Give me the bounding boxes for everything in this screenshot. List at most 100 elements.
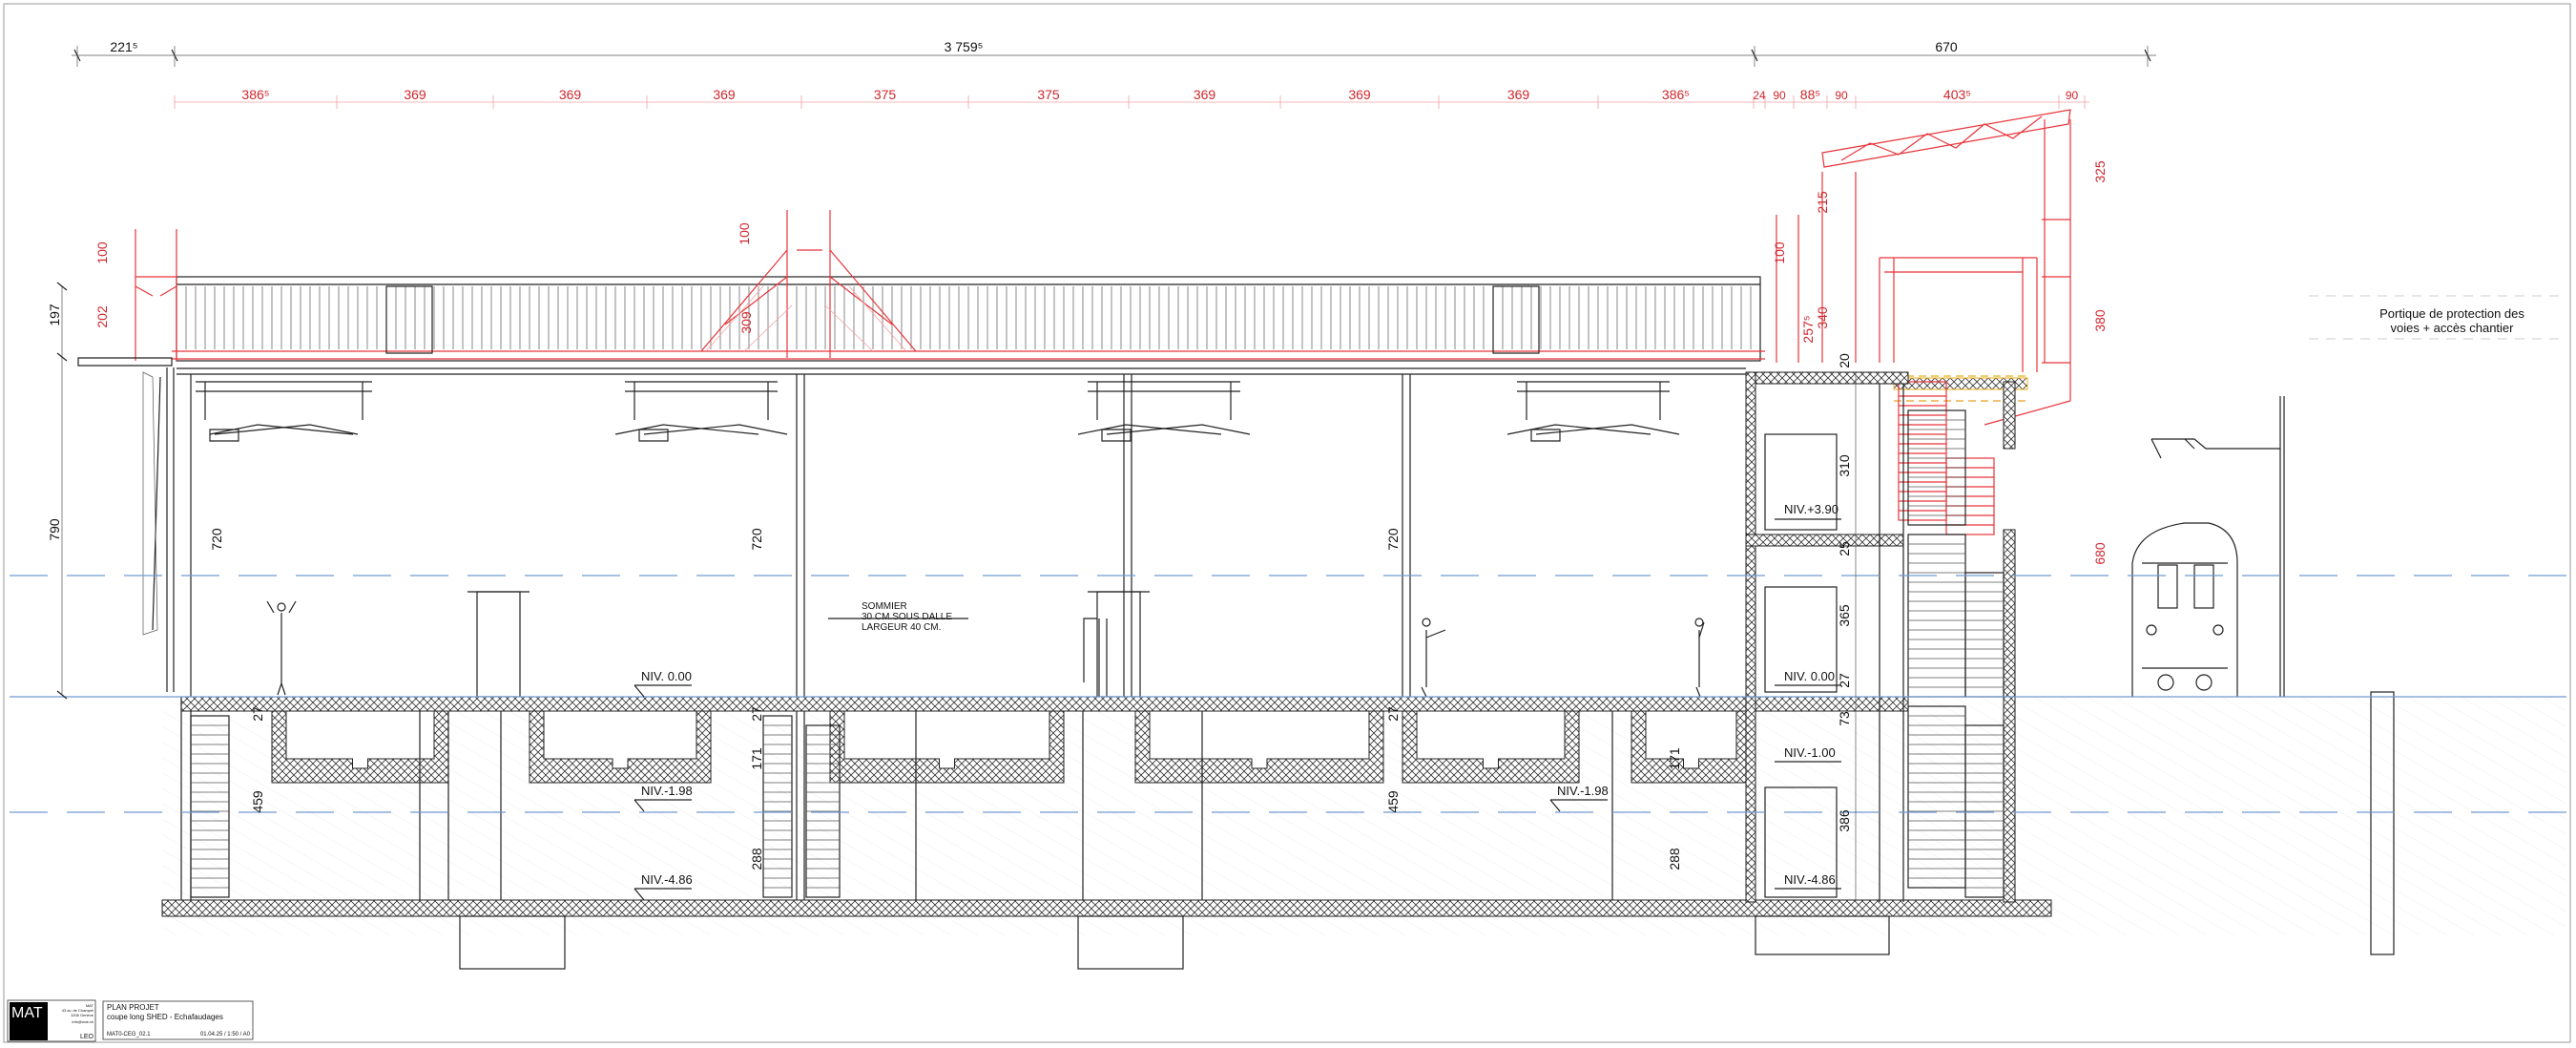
dim-right: 670 <box>1935 39 1958 54</box>
dim: 27 <box>749 706 764 722</box>
overhead-crane <box>1077 381 1251 442</box>
dim: 288 <box>749 848 764 870</box>
red-dim-label: 375 <box>1037 87 1060 102</box>
sommier-line: LARGEUR 40 CM. <box>862 622 941 633</box>
address-line: 1206 Genève <box>71 1013 94 1017</box>
dim: 27 <box>250 706 265 722</box>
overhead-crane <box>614 381 788 442</box>
sommier-line: SOMMIER <box>862 601 907 612</box>
level-label: NIV.+3.90 <box>1784 502 1839 516</box>
pit-void <box>1149 710 1370 769</box>
dim-main: 3 759⁵ <box>945 39 984 54</box>
dim: 257⁵ <box>1800 315 1816 343</box>
level-label: NIV. 0.00 <box>641 669 692 683</box>
drawing-title: PLAN PROJET <box>107 1003 159 1012</box>
logo-text: MAT <box>11 1005 43 1021</box>
overhead-crane <box>1506 381 1680 442</box>
right-block-dim: 27 <box>1837 673 1852 688</box>
pit-void <box>1645 710 1737 769</box>
date-scale: 01.04.25 / 1:50 / A0 <box>200 1032 251 1038</box>
pit-void <box>1416 710 1566 769</box>
dim: 720 <box>749 528 764 551</box>
dim-790: 790 <box>47 518 62 541</box>
dim: 459 <box>1385 790 1401 813</box>
right-block-dim: 25 <box>1837 541 1852 556</box>
dim: 215 <box>1815 191 1830 214</box>
right-building <box>1745 371 2016 903</box>
title-block: MAT MAT 43 av. de Champel 1206 Genève in… <box>7 999 254 1042</box>
pit-void <box>285 710 435 769</box>
dim-r202: 202 <box>94 305 110 328</box>
red-dim-label: 90 <box>1773 89 1786 102</box>
dim: 459 <box>250 790 265 813</box>
address-line: info@mat.ch <box>72 1019 93 1024</box>
stair <box>762 715 793 898</box>
portique-line: voies + accès chantier <box>2391 321 2515 335</box>
level-label: NIV.-1.98 <box>1557 784 1609 798</box>
stair <box>1907 534 1966 698</box>
red-dim-label: 369 <box>404 87 426 102</box>
overall-dimension: 221⁵ 3 759⁵ 670 <box>72 39 2156 67</box>
red-stair <box>1898 381 1947 521</box>
dim-197: 197 <box>47 304 62 326</box>
level-label: NIV.-4.86 <box>1784 872 1836 887</box>
dim: 720 <box>209 528 224 551</box>
train <box>2131 396 2395 955</box>
height-dimensions: 720 720 720 27 27 27 171 171 459 459 288… <box>209 353 1857 902</box>
right-block-dim: 310 <box>1837 454 1852 477</box>
dim: 380 <box>2092 309 2108 332</box>
red-dim-label: 386⁵ <box>1662 87 1690 102</box>
red-dim-label: 403⁵ <box>1943 87 1971 102</box>
level-markers: NIV. 0.00 NIV.-1.98 NIV.-4.86 NIV.-1.98 … <box>634 502 1841 901</box>
red-dim-label: 369 <box>1507 87 1530 102</box>
red-dim-label: 90 <box>1835 89 1848 102</box>
scaffold-dimensions: 100 309 100 257⁵ 340 215 325 380 680 <box>737 160 2108 565</box>
dim: 100 <box>737 222 752 245</box>
dim: 171 <box>749 747 764 770</box>
address-line: 43 av. de Champel <box>62 1008 93 1013</box>
dim: 171 <box>1667 747 1682 770</box>
dim: 100 <box>1772 241 1787 264</box>
address-line: MAT <box>86 1003 94 1008</box>
author: LEO <box>80 1034 94 1040</box>
red-dim-label: 369 <box>713 87 736 102</box>
red-dim-label: 90 <box>2066 89 2079 102</box>
stair <box>1964 572 2005 698</box>
red-dim-label: 88⁵ <box>1800 87 1820 102</box>
logo <box>10 1002 48 1040</box>
roof-scaffold <box>135 109 2071 535</box>
dim: 309 <box>738 311 754 334</box>
level-label: NIV.-4.86 <box>641 872 693 887</box>
red-dim-label: 375 <box>874 87 897 102</box>
dim: 27 <box>1385 706 1401 722</box>
red-dim-label: 369 <box>559 87 582 102</box>
level-label: NIV. 0.00 <box>1784 669 1835 683</box>
pit-void <box>543 710 697 769</box>
pit-void <box>843 710 1050 769</box>
annotation-portique: Portique de protection des voies + accès… <box>2379 306 2524 335</box>
right-block-dim: 365 <box>1837 604 1852 627</box>
overhead-crane <box>196 381 372 442</box>
annotation-sommier: SOMMIER 30 CM.SOUS DALLE LARGEUR 40 CM. <box>862 601 952 633</box>
red-dim-label: 369 <box>1194 87 1216 102</box>
level-label: NIV.-1.98 <box>641 784 693 798</box>
red-dim-label: 386⁵ <box>241 87 269 102</box>
scaffold-dimensions-top: 386⁵ 369 369 369 375 375 369 369 369 386⁵ 24 90 88⁵ 9… <box>174 87 2089 109</box>
drawing-reference: MAT0-CEG_02.1 <box>107 1032 151 1038</box>
dim: 680 <box>2092 542 2108 565</box>
right-block-dim: 20 <box>1837 353 1852 368</box>
level-label: NIV.-1.00 <box>1784 745 1836 760</box>
dim: 288 <box>1667 848 1682 870</box>
dim-left: 221⁵ <box>110 39 137 54</box>
page-frame <box>3 3 2571 1043</box>
dim: 325 <box>2092 160 2108 183</box>
left-dimensions: 197 790 100 202 <box>47 241 110 700</box>
portique-line: Portique de protection des <box>2379 306 2524 321</box>
drawing-subtitle: coupe long SHED - Echafaudages <box>107 1013 223 1021</box>
sommier-line: 30 CM.SOUS DALLE <box>862 612 952 622</box>
red-dim-label: 24 <box>1753 89 1766 102</box>
red-dim-label: 369 <box>1348 87 1371 102</box>
right-block-dim: 386 <box>1837 809 1852 832</box>
dim: 720 <box>1385 528 1401 551</box>
